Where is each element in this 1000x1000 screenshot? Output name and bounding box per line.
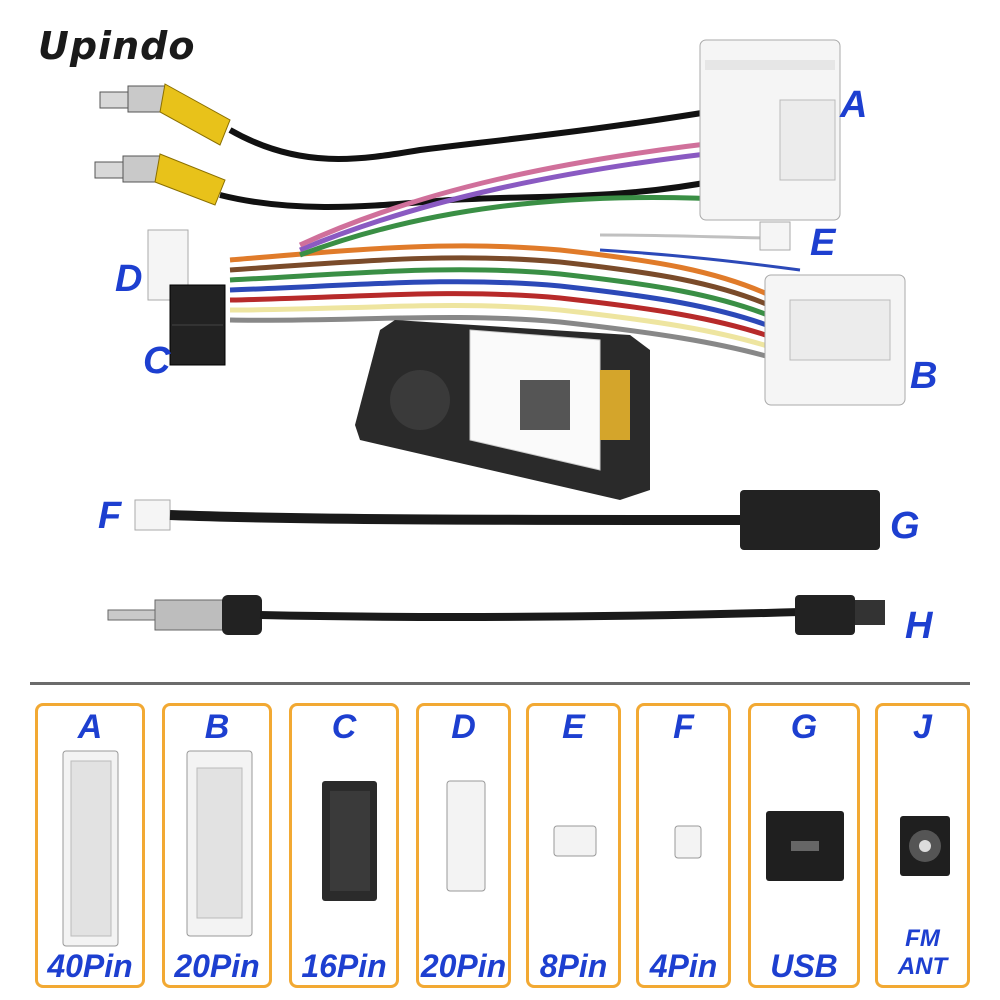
section-divider [30, 682, 970, 685]
connector-letter: D [451, 708, 476, 746]
connector-d-icon [446, 780, 486, 892]
connector-b-icon [186, 750, 253, 937]
connector-pin-count: 16Pin [301, 948, 387, 984]
connector-pin-count: FM ANT [897, 925, 948, 980]
connector-card-d: D 20Pin [416, 703, 511, 988]
connector-letter: B [204, 708, 230, 746]
fm-antenna-connector-icon [900, 816, 950, 876]
photo-label-b: B [910, 355, 938, 397]
photo-label-a: A [840, 84, 868, 126]
connector-letter: A [77, 708, 103, 746]
connector-a-photo [699, 39, 841, 221]
connector-letter: F [673, 708, 694, 746]
connector-c-photo [169, 284, 226, 366]
connector-e-icon [553, 825, 597, 857]
connector-letter: J [913, 708, 932, 746]
rca-connector-1 [99, 83, 721, 162]
canbus-module [355, 320, 650, 500]
connector-pin-count: 8Pin [539, 948, 608, 984]
connector-pin-count: 4Pin [649, 948, 718, 984]
connector-pin-count: 20Pin [420, 948, 507, 984]
connector-a-icon [62, 750, 119, 947]
photo-label-h: H [905, 605, 933, 647]
connector-card-b: B 20Pin [162, 703, 272, 988]
connector-letter: G [790, 708, 818, 746]
connector-card-a: A 40Pin [35, 703, 145, 988]
connector-e-photo [759, 221, 791, 251]
usb-connector-icon [766, 811, 844, 881]
connector-letter: E [562, 708, 585, 746]
connector-card-f: F 4Pin [636, 703, 731, 988]
antenna-cable [107, 595, 885, 635]
connector-letter: C [331, 708, 357, 746]
brand-logo: Upindo [38, 24, 196, 68]
photo-label-d: D [115, 258, 143, 300]
connector-card-c: C 16Pin [289, 703, 399, 988]
connector-f-icon [674, 825, 702, 859]
connector-card-g: G USB [748, 703, 860, 988]
usb-cable [134, 490, 880, 550]
connector-card-e: E 8Pin [526, 703, 621, 988]
connector-b-photo [764, 274, 906, 406]
connector-pin-count: 20Pin [174, 948, 260, 984]
connector-pin-count: USB [770, 948, 838, 984]
photo-label-f: F [98, 495, 122, 537]
photo-label-g: G [890, 505, 920, 547]
photo-label-c: C [143, 340, 171, 382]
connector-pin-count: 40Pin [47, 948, 133, 984]
connector-c-icon [322, 781, 377, 901]
wire-bundle [229, 137, 801, 363]
connector-card-j: J FM ANT [875, 703, 970, 988]
photo-label-e: E [810, 222, 836, 264]
harness-photo [94, 39, 906, 635]
